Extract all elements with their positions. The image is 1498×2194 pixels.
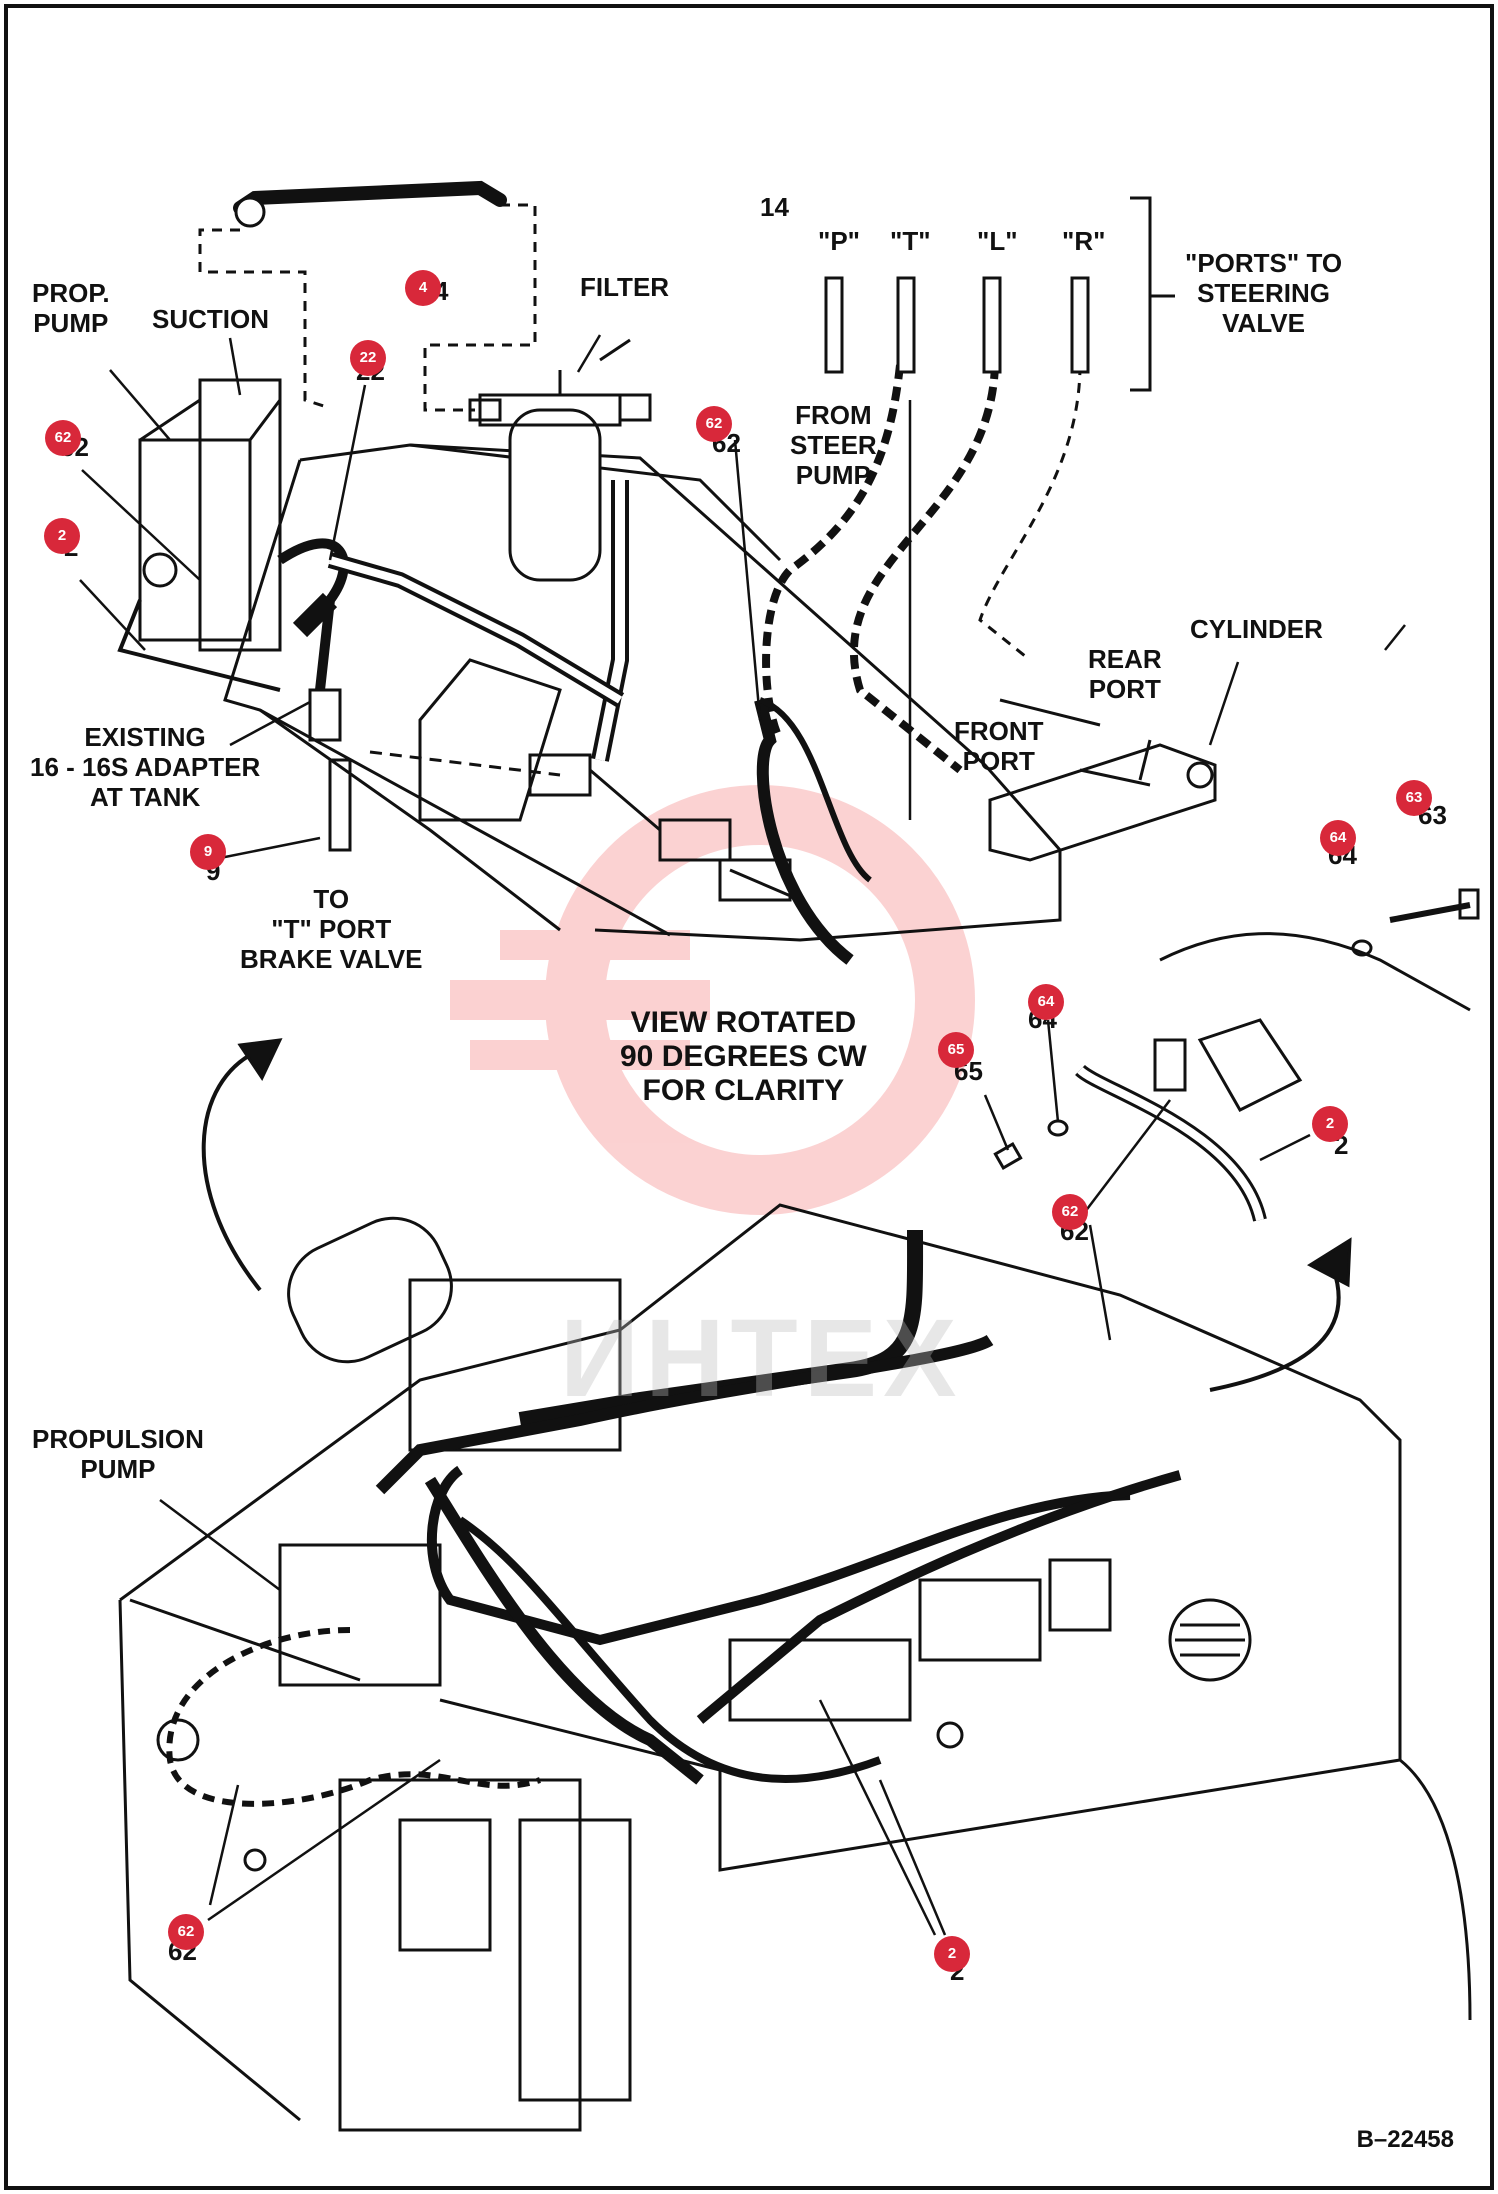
callout-4[interactable]: 4 [405, 270, 441, 306]
label-filter: FILTER [580, 272, 670, 302]
label-cylinder: CYLINDER [1190, 614, 1323, 644]
label-suction: SUCTION [152, 304, 269, 334]
callout-22[interactable]: 22 [350, 340, 386, 376]
label-view-rotated: VIEW ROTATED 90 DEGREES CW FOR CLARITY [620, 1006, 867, 1107]
callout-64-center[interactable]: 64 [1028, 984, 1064, 1020]
watermark-logo [450, 785, 975, 1215]
callout-2-upper-left[interactable]: 2 [44, 518, 80, 554]
callout-62-upper-left[interactable]: 62 [45, 420, 81, 456]
outer-border [4, 4, 1494, 2190]
label-port-p: "P" [818, 226, 860, 256]
label-port-t: "T" [890, 226, 931, 256]
lower-view [118, 1203, 1472, 2132]
label-port-r: "R" [1062, 226, 1106, 256]
drawing-reference-number: B–22458 [1356, 2126, 1454, 2153]
label-existing-adapter: EXISTING 16 - 16S ADAPTER AT TANK [30, 722, 261, 812]
leader-lines [79, 334, 1406, 1936]
label-from-steer-pump: FROM STEER PUMP [790, 400, 877, 490]
callout-65[interactable]: 65 [938, 1032, 974, 1068]
callout-63[interactable]: 63 [1396, 780, 1432, 816]
label-prop-pump: PROP. PUMP [32, 278, 110, 338]
callout-2-lower[interactable]: 2 [934, 1936, 970, 1972]
label-propulsion-pump: PROPULSION PUMP [32, 1424, 204, 1484]
watermark-text: ИНТЕХ [560, 1297, 963, 1420]
callout-64-right[interactable]: 64 [1320, 820, 1356, 856]
callout-9[interactable]: 9 [190, 834, 226, 870]
callout-62-upper-center[interactable]: 62 [696, 406, 732, 442]
label-to-t-port: TO "T" PORT BRAKE VALVE [240, 884, 423, 974]
callout-2-detail[interactable]: 2 [1312, 1106, 1348, 1142]
label-ports-to-steering: "PORTS" TO STEERING VALVE [1185, 248, 1343, 338]
label-port-l: "L" [977, 226, 1018, 256]
port-fittings [824, 276, 1090, 374]
label-front-port: FRONT PORT [954, 716, 1044, 776]
callout-62-detail[interactable]: 62 [1052, 1194, 1088, 1230]
callout-62-lower[interactable]: 62 [168, 1914, 204, 1950]
upper-view [117, 180, 1217, 1292]
label-rear-port: REAR PORT [1088, 644, 1162, 704]
label-item-14: 14 [760, 192, 789, 222]
clamp-detail [993, 888, 1480, 1392]
